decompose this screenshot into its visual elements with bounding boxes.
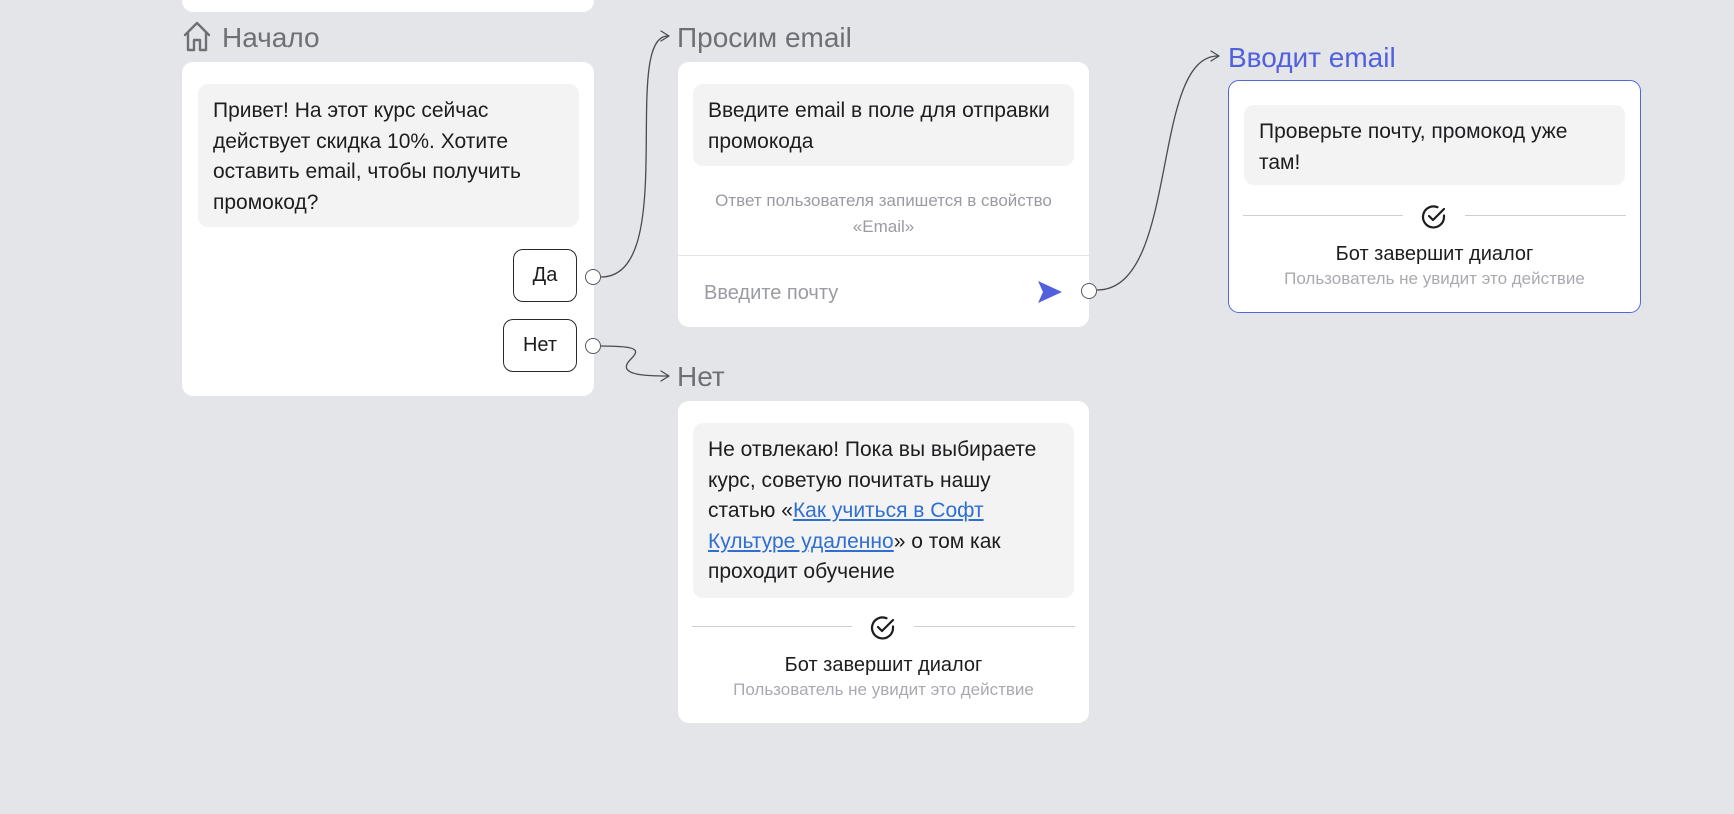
enter-email-node-card[interactable]: Проверьте почту, промокод уже там! Бот з… — [1228, 80, 1641, 313]
divider-right — [914, 626, 1075, 627]
no-message-text-after: » о том как проходит обучение — [708, 529, 1001, 584]
end-dialog-title: Бот завершит диалог — [784, 654, 983, 676]
connector-yes-to-ask-email — [600, 35, 669, 278]
no-message-bubble: Не отвлекаю! Пока вы выбираете курс, сов… — [693, 423, 1074, 598]
arrowhead-enter-email — [1210, 50, 1220, 62]
option-no-port[interactable] — [585, 338, 601, 354]
partial-node-card[interactable] — [182, 0, 594, 12]
start-node-title: Начало — [222, 22, 320, 53]
email-input-row[interactable] — [678, 255, 1089, 327]
ask-email-message-bubble: Введите email в поле для отправки промок… — [693, 84, 1074, 166]
arrowhead-no — [660, 370, 670, 382]
divider-right — [1465, 215, 1626, 216]
check-circle-icon — [870, 616, 895, 640]
ask-email-note: Ответ пользователя запишется в свойство … — [715, 191, 1052, 236]
connector-no-to-no — [600, 345, 669, 377]
start-node-card[interactable]: Привет! На этот курс сейчас действует ск… — [182, 62, 594, 396]
ask-email-output-port[interactable] — [1081, 283, 1097, 299]
divider-left — [692, 626, 852, 627]
option-yes-port[interactable] — [585, 269, 601, 285]
no-message-text-before: Не отвлекаю! Пока вы выбираете курс, сов… — [708, 438, 1037, 522]
ask-email-node-title: Просим email — [677, 22, 852, 53]
ask-email-node-card[interactable]: Введите email в поле для отправки промок… — [678, 62, 1089, 327]
enter-email-node-title: Вводит email — [1228, 42, 1396, 73]
home-icon — [183, 21, 211, 52]
enter-email-message-bubble: Проверьте почту, промокод уже там! — [1244, 105, 1625, 185]
arrowhead-ask-email — [660, 30, 670, 42]
option-no-button[interactable]: Нет — [503, 319, 577, 372]
no-node-title: Нет — [677, 361, 725, 392]
end-dialog-title: Бот завершит диалог — [1335, 243, 1534, 265]
no-node-card[interactable]: Не отвлекаю! Пока вы выбираете курс, сов… — [678, 401, 1089, 723]
send-icon[interactable] — [1037, 280, 1063, 304]
email-input[interactable] — [702, 276, 1006, 310]
check-circle-icon — [1421, 205, 1446, 229]
start-message-bubble: Привет! На этот курс сейчас действует ск… — [198, 84, 579, 227]
divider-left — [1243, 215, 1403, 216]
option-yes-button[interactable]: Да — [513, 249, 577, 302]
connector-ask-email-to-enter-email — [1096, 55, 1219, 291]
end-dialog-subtitle: Пользователь не увидит это действие — [733, 680, 1034, 699]
end-dialog-subtitle: Пользователь не увидит это действие — [1284, 269, 1585, 288]
article-link[interactable]: Как учиться в Софт Культуре удаленно — [708, 499, 984, 553]
